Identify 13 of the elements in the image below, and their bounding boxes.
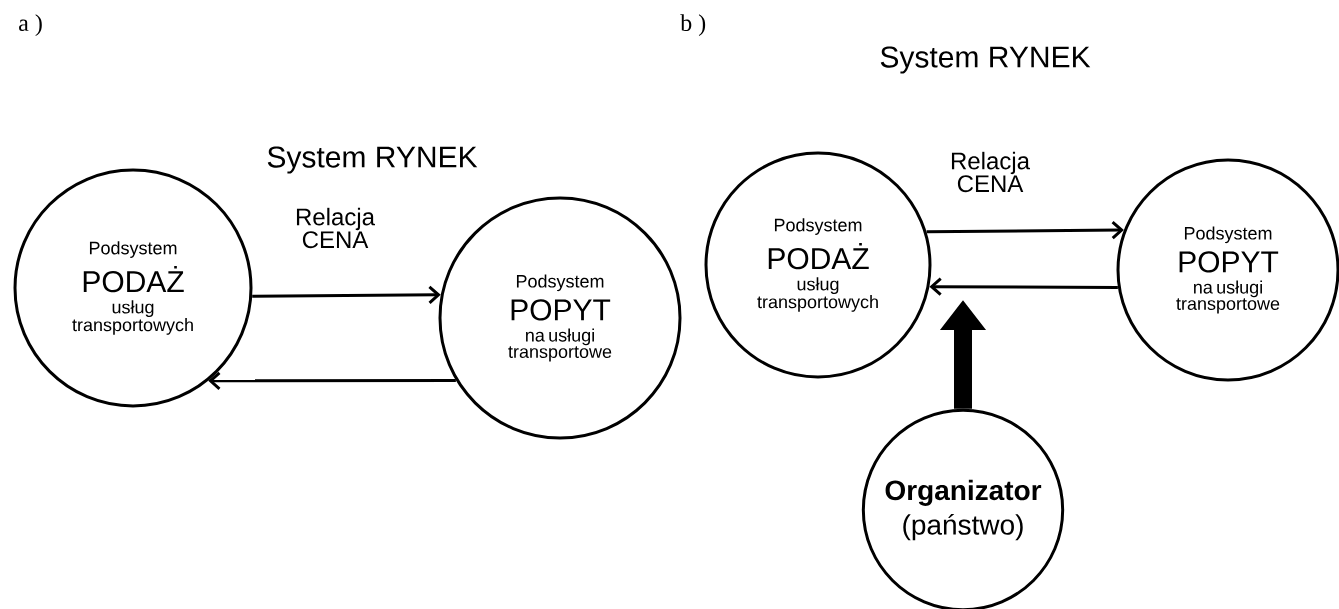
arrow [929, 277, 1118, 296]
system-label: System RYNEK [267, 146, 478, 174]
panel-label: a ) [19, 14, 42, 36]
circle-node: Podsystem POPYT na usługi transportowe [438, 196, 682, 440]
arrow [252, 285, 441, 304]
panel-label: b ) [680, 14, 706, 36]
circle-node: Podsystem PODAŻ usług transportowych [13, 168, 253, 408]
arrow [926, 221, 1124, 240]
arrow [208, 371, 456, 390]
system-label: System RYNEK [880, 46, 1091, 74]
edge-label: Relacja CENA [296, 207, 375, 249]
edge-label: Relacja CENA [951, 151, 1030, 193]
circle-node: Podsystem PODAŻ usług transportowych [704, 151, 932, 379]
